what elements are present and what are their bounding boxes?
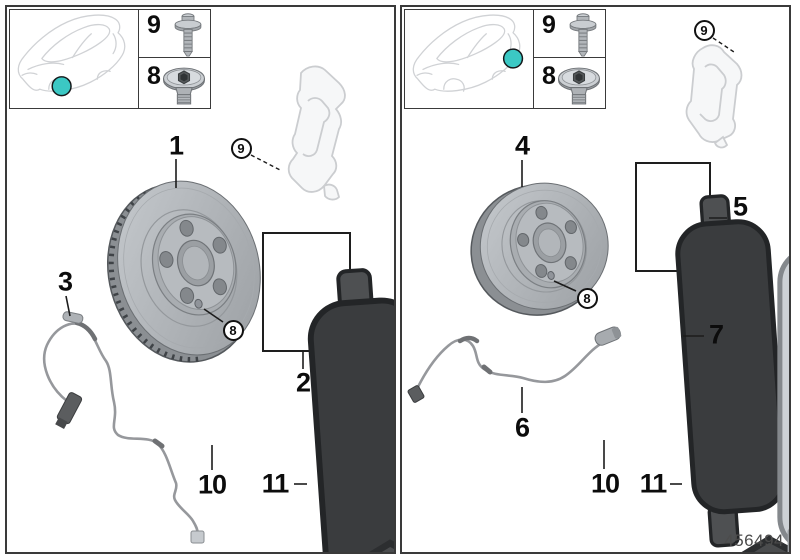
- callout-pads-front[interactable]: 2: [295, 367, 311, 398]
- caliper-carrier-ghost: [685, 44, 743, 149]
- callout-sensor-front[interactable]: 3: [57, 266, 73, 297]
- callout-disc-rear[interactable]: 4: [514, 130, 530, 161]
- front-brake-panel: 9 8 1 2 3 10 11 9 8: [5, 5, 396, 554]
- axle-highlight-dot: [51, 76, 72, 97]
- drawing-number: 456494: [724, 531, 784, 550]
- callout-carrier-front[interactable]: 9: [230, 137, 252, 159]
- rear-brake-panel: 9 8 4 5 6 7 10 11 9 8 456494: [400, 5, 791, 554]
- wheel-bolt-holes: [517, 205, 577, 278]
- callout-grease-front[interactable]: 10: [197, 469, 227, 500]
- callout-cleaner-rear[interactable]: 11: [639, 468, 668, 499]
- car-outline-front-wheel-highlight-icon: [10, 10, 138, 97]
- wheel-bolt-holes: [159, 219, 227, 304]
- retaining-screw-hole: [194, 298, 203, 309]
- callout-carrier-rear[interactable]: 9: [693, 19, 715, 41]
- wear-sensor-rear: [407, 326, 622, 403]
- rear-brake-illustration: [407, 37, 789, 552]
- callout-sensor-rear[interactable]: 6: [514, 412, 530, 443]
- callout-fastener-9[interactable]: 9: [147, 11, 161, 39]
- callout-screw-front[interactable]: 8: [222, 319, 244, 341]
- callout-fastener-9[interactable]: 9: [542, 11, 556, 39]
- fastener-box-9: 9: [533, 9, 606, 58]
- callout-disc-front[interactable]: 1: [168, 130, 184, 161]
- brake-disc-rear: [470, 182, 609, 316]
- axle-highlight-dot: [502, 48, 524, 69]
- callout-grease-rear[interactable]: 10: [590, 468, 620, 499]
- disc-retaining-screw-icon: [160, 62, 208, 107]
- car-outline-rear-wheel-highlight-icon: [405, 10, 524, 108]
- callout-fastener-8[interactable]: 8: [542, 62, 556, 90]
- leader-lines: [521, 37, 735, 485]
- wear-sensor-front: [42, 311, 205, 544]
- callout-cleaner-front[interactable]: 11: [261, 468, 290, 499]
- flange-bolt-icon: [563, 11, 603, 57]
- brake-disc-front: [106, 180, 261, 363]
- callout-clip-rear[interactable]: 7: [708, 319, 724, 350]
- front-brake-illustration: [42, 65, 394, 552]
- callout-pads-rear[interactable]: 5: [732, 191, 748, 222]
- fastener-box-8: 8: [138, 57, 211, 109]
- car-thumbnail-box: [404, 9, 534, 109]
- flange-bolt-icon: [168, 11, 208, 57]
- callout-screw-rear[interactable]: 8: [576, 287, 598, 309]
- fastener-box-9: 9: [138, 9, 211, 58]
- caliper-carrier-ghost: [287, 65, 346, 201]
- fastener-box-8: 8: [533, 57, 606, 109]
- disc-retaining-screw-icon: [555, 62, 603, 107]
- retaining-screw-hole: [547, 271, 555, 280]
- brake-pads-rear: [674, 193, 789, 552]
- callout-fastener-8[interactable]: 8: [147, 62, 161, 90]
- car-thumbnail-box: [9, 9, 139, 109]
- leader-lines: [65, 154, 307, 485]
